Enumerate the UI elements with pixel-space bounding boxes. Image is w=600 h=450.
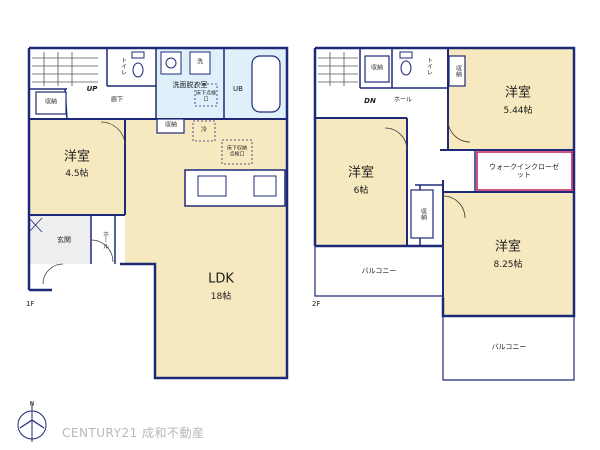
floor2-storage-b-label: 収納 (454, 65, 462, 77)
floor1-hall-label: ホール (101, 231, 109, 249)
floor1-corridor-label: 廊下 (110, 96, 124, 104)
floor2-room-825-size: 8.25帖 (493, 259, 523, 270)
floor1-washroom-label: 洗面脱衣室 (172, 80, 208, 89)
floor1-wash-label: 洗 (196, 58, 204, 66)
floor2-balcony-a-label: バルコニー (361, 266, 397, 275)
floor2-room-825-name: 洋室 (494, 239, 522, 255)
floor1-up-label: UP (86, 84, 98, 93)
brand-watermark: CENTURY21 成和不動産 (62, 426, 205, 440)
floor1-western-room-name: 洋室 (63, 149, 91, 165)
floor1-ldk-name: LDK (208, 271, 234, 287)
floor1-floor-label: 1F (26, 300, 35, 308)
floor2-hall-label: ホール (393, 96, 413, 104)
floor2-room-544-size: 5.44帖 (503, 105, 533, 116)
floor2-storage-c-label: 収納 (419, 208, 427, 220)
floor2-room-6-size: 6帖 (353, 185, 369, 196)
floor1-western-room-size: 4.5帖 (65, 168, 89, 179)
floor1-inspection-kitchen-label: 床下収納点検口 (226, 145, 247, 157)
floor2-balcony-b-label: バルコニー (491, 342, 527, 351)
floor2-down-label: DN (364, 96, 376, 105)
floor2-storage-a-label: 収納 (370, 64, 384, 72)
floor2-room-6-name: 洋室 (347, 165, 375, 181)
compass-label: N (29, 400, 35, 408)
floor2-room-544-name: 洋室 (504, 85, 532, 101)
floor1-inspection-top-label: 床下点検口 (195, 90, 216, 102)
compass-icon (17, 402, 47, 442)
floor1-toilet-label: トイレ (119, 57, 127, 75)
floor1-bath-label: UB (233, 84, 243, 93)
floor1-storage-label: 収納 (44, 98, 58, 106)
floor-2 (313, 46, 576, 381)
floor2-toilet-label: トイレ (425, 57, 433, 75)
floor2-floor-label: 2F (312, 300, 321, 308)
floor1-entrance-label: 玄関 (57, 235, 71, 244)
floor2-walkin-label: ウォークインクローゼット (489, 162, 559, 179)
floor-1 (27, 46, 289, 380)
floor1-ldk-size: 18帖 (210, 291, 232, 302)
floor1-storage-ldk-label: 収納 (164, 121, 178, 129)
floor1-fridge-label: 冷 (200, 126, 208, 134)
